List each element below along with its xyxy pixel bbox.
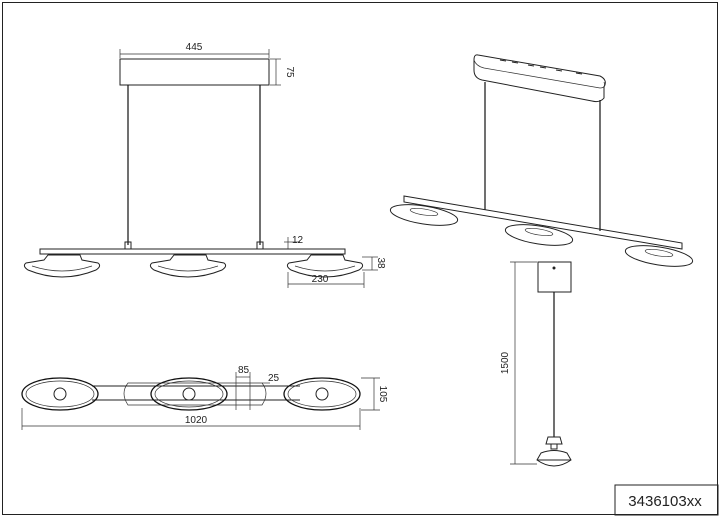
- title-block: 3436103xx: [614, 484, 719, 516]
- dim-spacing: 85: [238, 365, 250, 376]
- side-view: 1500: [500, 261, 572, 467]
- shade-front-3: [286, 254, 364, 278]
- canopy-side: [537, 261, 572, 293]
- shade-side: [536, 450, 572, 467]
- shade-front-1: [23, 254, 101, 278]
- dim-total-length: 1020: [185, 415, 208, 426]
- shade-top-2: [150, 377, 228, 411]
- sheet-border: [2, 2, 718, 515]
- canopy-top: [123, 382, 267, 406]
- top-view: 85 25 105 1020: [21, 365, 388, 430]
- dim-shade-height: 38: [375, 257, 386, 269]
- dim-canopy-height: 75: [284, 66, 295, 78]
- dim-shade-diameter: 230: [312, 274, 329, 285]
- shade-perspective-3: [624, 245, 694, 267]
- shade-perspective-1: [389, 204, 459, 226]
- canopy-front: [119, 58, 270, 86]
- shade-front-2: [149, 254, 227, 278]
- light-bar-front: [39, 248, 346, 255]
- dim-canopy-width: 445: [186, 42, 203, 53]
- canopy-perspective: [473, 54, 606, 103]
- shade-perspective-2: [504, 224, 574, 246]
- light-bar-perspective: [403, 195, 683, 250]
- article-number: 3436103xx: [628, 493, 702, 510]
- dim-bar-height: 12: [292, 235, 304, 246]
- front-view: 445 75 12 38: [23, 42, 386, 288]
- dim-small-width: 25: [268, 373, 280, 384]
- shade-top-1: [21, 377, 99, 411]
- dim-suspension-length: 1500: [500, 351, 511, 374]
- shade-top-3: [283, 377, 361, 411]
- dim-total-depth: 105: [377, 386, 388, 403]
- perspective-view: [389, 54, 694, 267]
